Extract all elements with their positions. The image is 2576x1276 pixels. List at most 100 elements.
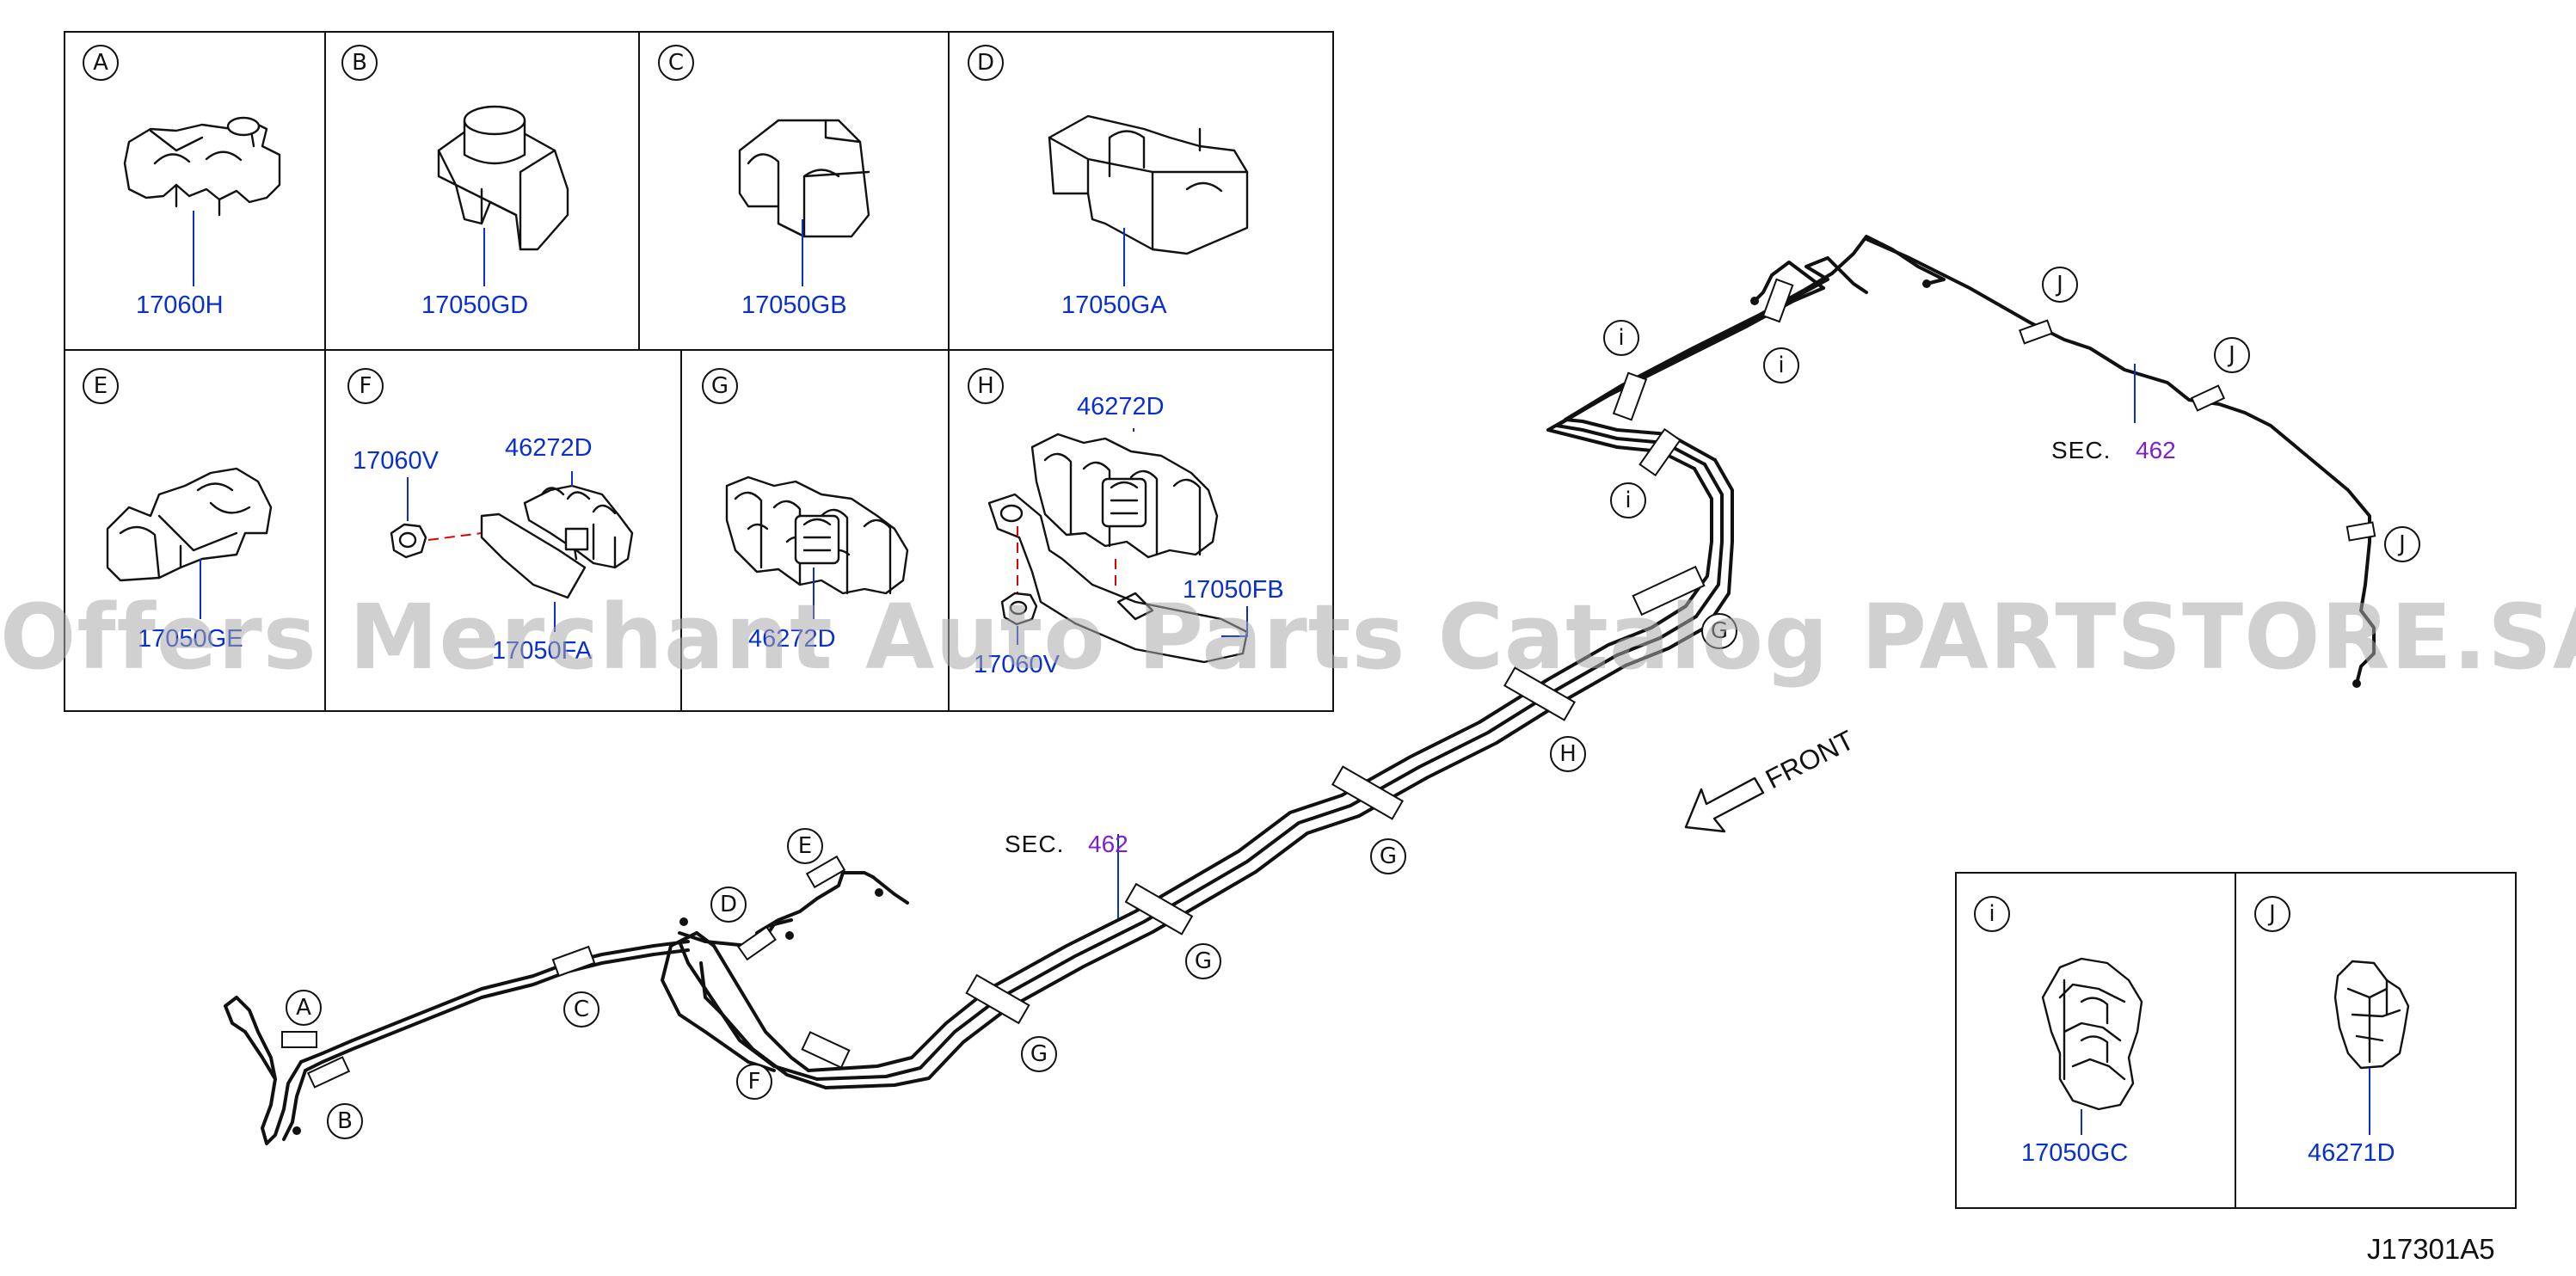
box-letter-circle bbox=[702, 368, 738, 404]
detail-box-i[interactable]: i 17050GC bbox=[1974, 896, 2143, 1167]
pipe-clip-a bbox=[281, 1031, 317, 1048]
detail-box-a[interactable]: A 17060H bbox=[83, 45, 281, 319]
callout-h: H bbox=[1550, 736, 1586, 772]
section-ref-upper[interactable]: SEC. 462 bbox=[2051, 437, 2176, 463]
part-17050gd[interactable]: 17050GD bbox=[421, 291, 528, 319]
part-17050ge[interactable]: 17050GE bbox=[138, 625, 243, 653]
part-17060v[interactable]: 17060V bbox=[353, 447, 440, 475]
pipe-clip-h bbox=[1503, 666, 1577, 721]
nut-17060v-h-illustration bbox=[1000, 592, 1038, 626]
svg-text:i: i bbox=[1778, 353, 1784, 378]
front-label: FRONT bbox=[1761, 724, 1860, 794]
detail-grid bbox=[64, 31, 1334, 712]
part-17050gb[interactable]: 17050GB bbox=[741, 291, 847, 319]
pipe-clip-i bbox=[1612, 371, 1648, 421]
box-letter-j: J bbox=[2267, 901, 2276, 927]
part-46272d[interactable]: 46272D bbox=[505, 434, 593, 462]
detail-box-b[interactable]: B 17050GD bbox=[341, 45, 569, 319]
clip-17060h-illustration bbox=[123, 116, 281, 217]
callout-d: D bbox=[710, 886, 747, 923]
detail-box-d[interactable]: D 17050GA bbox=[968, 45, 1249, 319]
callout-i: i bbox=[1603, 320, 1639, 356]
svg-text:H: H bbox=[1559, 741, 1577, 767]
svg-text:G: G bbox=[1030, 1041, 1048, 1067]
callout-g: G bbox=[1370, 838, 1406, 874]
part-17050gc[interactable]: 17050GC bbox=[2021, 1139, 2128, 1167]
detail-box-g[interactable]: G 46272D bbox=[702, 368, 909, 653]
part-46272d-h[interactable]: 46272D bbox=[1077, 393, 1165, 420]
callout-c: C bbox=[563, 991, 599, 1028]
part-46271d[interactable]: 46271D bbox=[2308, 1139, 2395, 1167]
svg-text:F: F bbox=[748, 1069, 761, 1095]
callout-j: J bbox=[2384, 526, 2420, 562]
svg-text:C: C bbox=[574, 997, 589, 1022]
callout-f: F bbox=[736, 1064, 772, 1100]
detail-grid-frame bbox=[64, 31, 1334, 712]
detail-box-e[interactable]: E 17050GE bbox=[83, 368, 273, 653]
clip-17050gb-illustration bbox=[738, 119, 870, 238]
box-letter-h: H bbox=[977, 373, 994, 399]
nut-17060v-illustration bbox=[390, 523, 427, 559]
svg-text:E: E bbox=[798, 833, 812, 859]
part-17060v-h[interactable]: 17060V bbox=[974, 651, 1061, 678]
box-letter-circle bbox=[83, 45, 119, 81]
svg-text:G: G bbox=[1195, 948, 1212, 974]
bracket-17050fb-illustration bbox=[987, 493, 1249, 664]
clip-46272d-h-illustration bbox=[1030, 432, 1219, 559]
svg-text:J: J bbox=[2055, 272, 2063, 298]
section-number[interactable]: 462 bbox=[1088, 831, 1128, 857]
detail-box-j[interactable]: J 46271D bbox=[2254, 896, 2410, 1167]
callout-a: A bbox=[286, 990, 322, 1026]
detail-box-f[interactable]: F 17060V 46272D 17050FA bbox=[347, 368, 634, 665]
callout-g: G bbox=[1021, 1036, 1057, 1072]
clip-17050gd-illustration bbox=[437, 105, 569, 251]
svg-text:i: i bbox=[1625, 488, 1631, 513]
part-17060h[interactable]: 17060H bbox=[136, 291, 224, 319]
pipe-clip-g bbox=[1124, 882, 1194, 936]
callout-i: i bbox=[1763, 347, 1799, 383]
detail-grid-ij bbox=[1955, 872, 2517, 1209]
callout-g: G bbox=[1701, 613, 1737, 649]
callout-j: J bbox=[2214, 337, 2250, 373]
box-letter-circle bbox=[968, 45, 1004, 81]
box-letter-circle bbox=[1974, 896, 2010, 932]
box-letter-e: E bbox=[94, 373, 108, 399]
pipe-clip-e bbox=[805, 855, 846, 889]
detail-box-h[interactable]: H 46272D 17060V 17050FB bbox=[968, 368, 1284, 678]
clip-46271d-illustration bbox=[2333, 960, 2410, 1070]
box-letter-a: A bbox=[93, 50, 108, 76]
clip-17050gc-illustration bbox=[2041, 957, 2143, 1111]
svg-text:A: A bbox=[296, 995, 311, 1021]
box-letter-circle bbox=[968, 368, 1004, 404]
pipe-clip-j bbox=[2190, 384, 2226, 412]
box-letter-i: i bbox=[1989, 901, 1995, 927]
detail-box-c[interactable]: C 17050GB bbox=[658, 45, 870, 319]
pipe-clip-i bbox=[1761, 278, 1794, 323]
callout-leaders bbox=[1117, 364, 2136, 918]
pipe-clip-i bbox=[1638, 427, 1681, 477]
part-17050ga[interactable]: 17050GA bbox=[1061, 291, 1167, 319]
part-17050fb[interactable]: 17050FB bbox=[1183, 576, 1284, 604]
svg-text:G: G bbox=[1380, 844, 1397, 869]
callout-j: J bbox=[2042, 267, 2078, 303]
part-46272d-g[interactable]: 46272D bbox=[748, 625, 836, 653]
svg-text:G: G bbox=[1711, 618, 1728, 644]
front-arrow-icon bbox=[1684, 776, 1765, 833]
pipe-clip-d bbox=[737, 925, 777, 961]
box-letter-f: F bbox=[360, 373, 372, 399]
svg-text:B: B bbox=[337, 1108, 353, 1134]
part-17050fa[interactable]: 17050FA bbox=[492, 637, 593, 665]
pipe-clip-c bbox=[551, 945, 596, 978]
section-ref-lower[interactable]: SEC. 462 bbox=[1005, 831, 1128, 857]
callout-b: B bbox=[327, 1103, 363, 1139]
clip-17050ga-illustration bbox=[1048, 114, 1249, 255]
diagram-code: J17301A5 bbox=[2367, 1233, 2495, 1265]
box-letter-circle bbox=[2254, 896, 2290, 932]
svg-text:J: J bbox=[2397, 531, 2406, 557]
box-letter-circle bbox=[658, 45, 694, 81]
pipe-clip-f bbox=[801, 1031, 851, 1069]
bracket-17050fa-illustration bbox=[480, 484, 634, 599]
section-number[interactable]: 462 bbox=[2136, 437, 2176, 463]
callout-e: E bbox=[787, 828, 823, 864]
